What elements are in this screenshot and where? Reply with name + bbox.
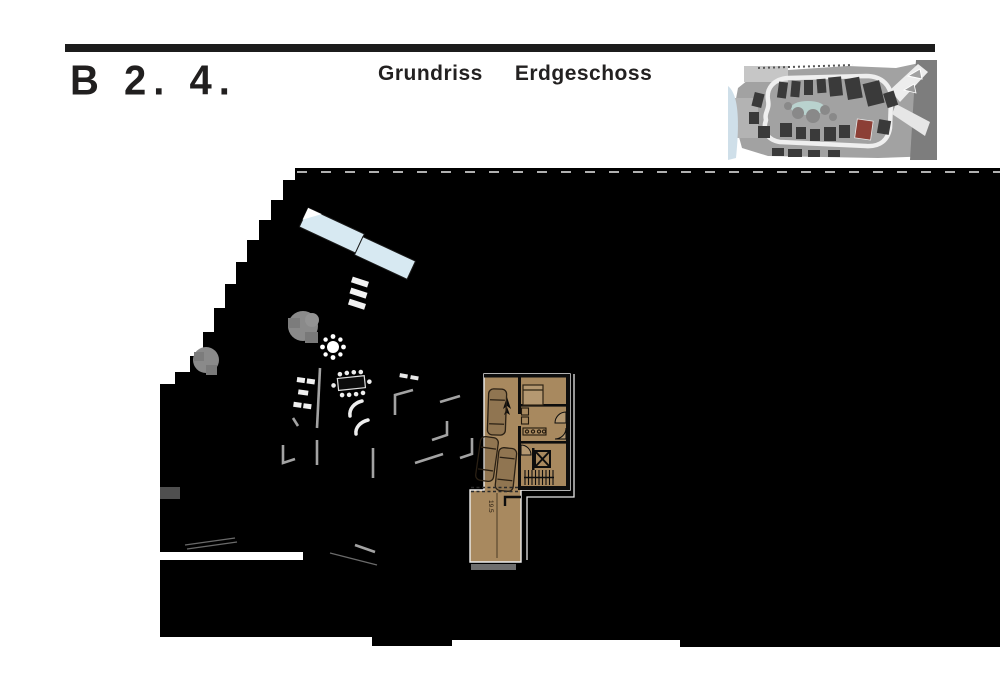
plan-title: Grundriss Erdgeschoss — [378, 62, 652, 86]
driveway-label: 19.5 — [487, 500, 494, 513]
map-buildings — [749, 76, 899, 157]
roof-vents — [347, 276, 369, 310]
plan-title-word-1: Grundriss — [378, 62, 483, 85]
site-black-mass — [160, 168, 1000, 647]
map-loop-road — [762, 73, 894, 149]
white-markers-2 — [399, 373, 419, 381]
garage-entry-line — [471, 486, 520, 493]
sun-icon — [320, 334, 346, 360]
white-markers — [293, 377, 316, 410]
bath-fixtures — [520, 407, 547, 436]
elevator-x-icon — [534, 450, 551, 468]
map-traffic-island — [906, 68, 923, 80]
driveway-corner-wall — [503, 495, 521, 506]
map-traffic-island2 — [902, 83, 917, 94]
plot-boundary — [526, 374, 575, 560]
map-terrain-light — [744, 66, 788, 82]
site-plan-thumbnail — [728, 60, 937, 160]
shed-block — [160, 487, 180, 499]
bed — [522, 384, 544, 406]
map-top-texture — [757, 64, 854, 69]
highlighted-unit: 19.5 — [469, 373, 575, 570]
car-icon — [475, 388, 518, 492]
dining-table — [331, 369, 372, 398]
dimmed-unit-walls — [281, 367, 474, 554]
drawing-number: B 2. 4. — [70, 58, 237, 104]
door-swings — [520, 411, 567, 456]
header-rule — [65, 44, 935, 52]
map-trees — [784, 102, 837, 123]
tree-icon-2 — [193, 347, 219, 375]
map-road-branch-right — [892, 104, 930, 136]
skylight-1 — [298, 207, 365, 254]
stairs-icon — [524, 470, 554, 485]
curved-stair-marks — [348, 399, 370, 436]
map-lake — [728, 86, 738, 160]
skylight-2 — [353, 236, 417, 280]
map-highlighted-building — [854, 118, 874, 141]
map-main-road — [910, 60, 937, 160]
curb-strip — [471, 564, 516, 570]
path-hatch — [184, 537, 378, 566]
plan-title-word-2: Erdgeschoss — [514, 62, 653, 85]
tree-icon — [288, 311, 319, 343]
